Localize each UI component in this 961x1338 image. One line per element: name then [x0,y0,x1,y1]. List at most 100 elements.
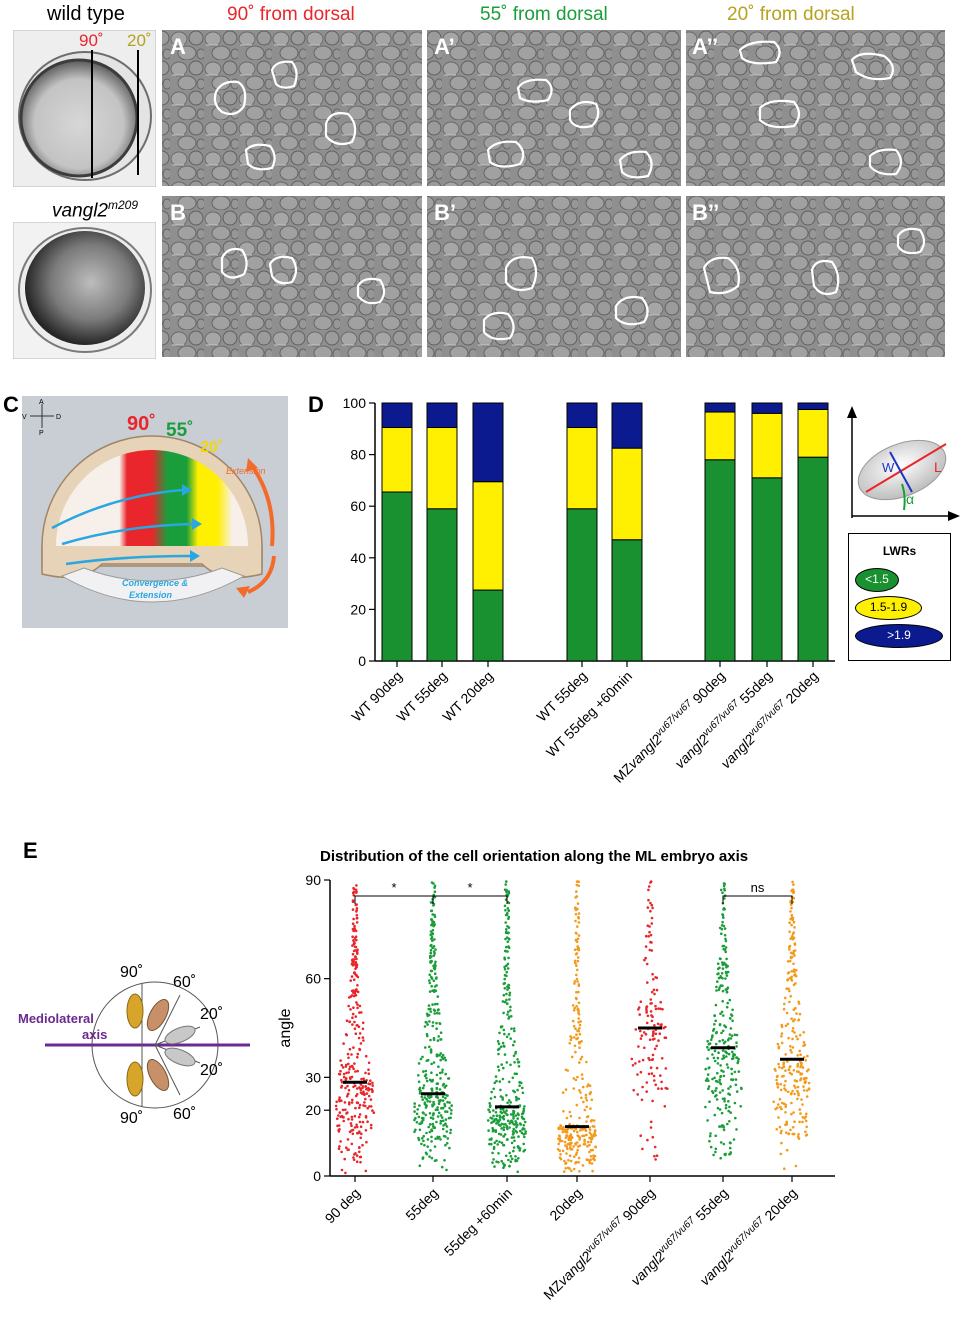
e-data-point [488,1138,491,1141]
e-data-point [638,1060,641,1063]
e-data-point [339,1059,342,1062]
e-data-point [426,1014,429,1018]
e-data-point [357,1036,361,1040]
e-data-point [558,1137,562,1140]
e-data-point [346,1138,350,1141]
lwr-ellipse-schematic: W L α [847,406,960,521]
e-data-point [713,1076,716,1080]
e-data-point [355,884,358,887]
e-data-point [335,1100,338,1104]
e-data-point [708,1066,711,1069]
e-data-point [351,1016,354,1019]
e-data-point [506,1002,509,1005]
e-data-point [505,1061,509,1064]
e-data-point [511,1133,515,1136]
e-data-point [504,949,508,953]
e-data-point [715,1030,718,1034]
e-data-point [724,937,727,941]
e-data-point [721,989,725,993]
e-data-point [788,948,791,951]
e-data-point [646,1014,650,1018]
e-data-point [792,1111,795,1114]
e-data-point [351,1065,354,1069]
e-data-point [640,1034,644,1037]
e-data-point [497,1123,501,1126]
e-data-point [576,1075,579,1079]
e-data-point [573,982,576,985]
e-data-point [576,902,580,905]
e-data-point [639,1070,643,1074]
e-data-point [574,1161,577,1165]
e-data-point [584,1096,588,1099]
e-data-point [364,1169,368,1173]
e-data-point [495,1114,499,1117]
e-data-point [423,1096,427,1099]
e-data-point [433,985,437,988]
e-data-point [508,1015,511,1019]
e-data-point [371,1081,374,1085]
e-data-point [359,1091,363,1094]
e-data-point [801,1120,804,1124]
e-data-point [356,948,359,951]
e-data-point [664,1036,668,1039]
e-data-point [430,1140,433,1143]
diagram-angle-90-bottom: 90˚ [120,1110,143,1127]
e-data-point [351,1132,355,1136]
e-data-point [655,976,659,980]
e-data-point [354,1032,358,1035]
e-data-point [585,1133,588,1137]
d-y-tick-label: 100 [343,395,367,411]
embryo-angle-90-label: 90˚ [79,31,104,50]
e-data-point [716,1106,720,1110]
e-data-point [784,1053,787,1056]
e-data-point [719,1082,723,1086]
e-data-point [720,972,724,975]
e-data-point [646,924,650,927]
e-data-point [707,1087,710,1091]
e-data-point [352,978,356,981]
e-x-tick-label: 55deg +60min [441,1185,515,1259]
e-data-point [513,1090,516,1094]
e-data-point [590,1133,593,1136]
e-data-point [707,1079,710,1082]
e-data-point [342,1072,346,1076]
e-data-point [431,1117,435,1120]
e-data-point [432,1008,436,1012]
d-bar-segment [704,411,736,461]
e-data-point [425,1104,428,1108]
e-data-point [796,1063,800,1067]
e-data-point [653,1047,657,1051]
e-data-point [348,1101,351,1104]
e-data-point [790,1051,793,1054]
e-data-point [512,1127,515,1131]
e-data-point [517,1135,520,1138]
e-data-point [345,1033,348,1037]
e-data-point [776,1106,779,1109]
e-data-point [802,1031,805,1034]
e-data-point [639,1029,642,1033]
e-data-point [371,1089,374,1092]
e-data-point [505,930,508,934]
e-data-point [709,1132,712,1135]
e-data-point [509,1101,512,1104]
e-data-point [422,1084,426,1087]
e-data-point [721,1038,725,1042]
e-data-point [568,1142,571,1146]
e-data-point [784,1089,787,1092]
e-data-point [507,1099,511,1102]
e-data-point [513,1040,516,1043]
e-data-point [433,967,436,971]
e-data-point [505,880,508,883]
e-data-point [653,1079,656,1082]
e-data-point [504,921,507,924]
e-data-point [503,1032,506,1036]
e-data-point [650,1014,653,1017]
compass-a-label: A [39,399,44,406]
e-data-point [561,1130,565,1134]
e-data-point [518,1084,521,1087]
e-data-point [353,924,356,928]
e-data-point [720,1125,723,1128]
e-data-point [798,1049,801,1053]
e-data-point [434,1002,437,1006]
e-data-point [501,1116,505,1119]
